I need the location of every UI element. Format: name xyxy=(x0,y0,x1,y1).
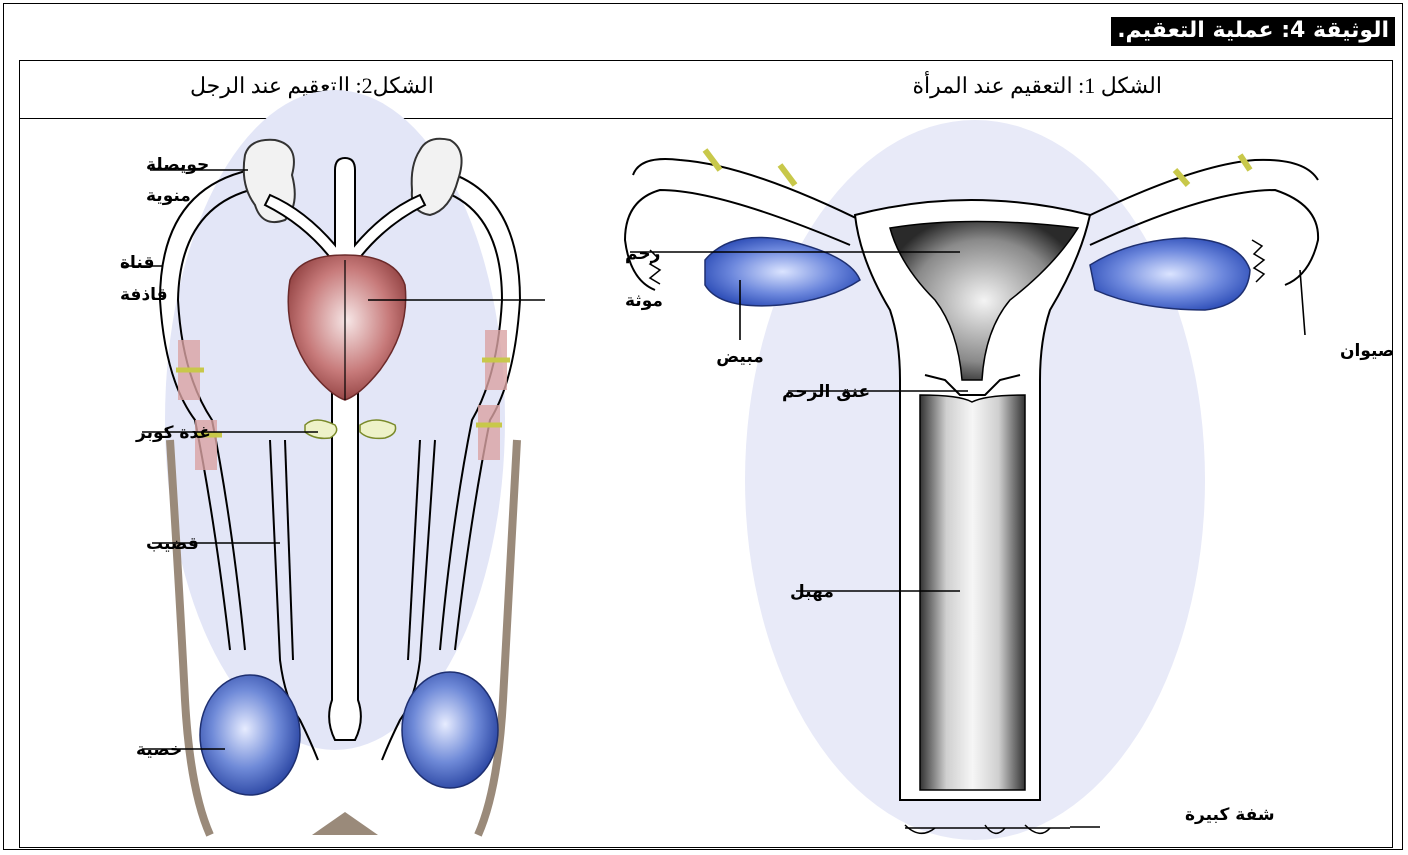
label-vas-deferens-1: قناة xyxy=(120,253,155,273)
label-uterus: رحم xyxy=(625,244,660,264)
female-tie-4 xyxy=(1240,155,1250,170)
fimbriae-right xyxy=(1252,240,1264,282)
testis-left xyxy=(200,675,300,795)
label-cervix: عنق الرحم xyxy=(782,382,870,402)
label-cowper-gland: غدة كوبر xyxy=(135,423,211,443)
label-prostate: موثة xyxy=(625,291,663,311)
cowper-gland-right xyxy=(360,420,396,438)
label-seminal-vesicle-1: حويصلة xyxy=(146,155,209,175)
label-seminal-vesicle-2: منوية xyxy=(146,186,191,206)
label-vagina: مهبل xyxy=(790,582,834,602)
label-ovary: مبيض xyxy=(716,347,764,367)
cowper-gland-left xyxy=(305,420,337,438)
female-diagram xyxy=(625,120,1318,840)
male-diagram xyxy=(160,90,520,835)
label-penis: قضيب xyxy=(146,534,199,554)
vagina xyxy=(920,395,1025,790)
label-fallopian-tube: صيوان xyxy=(1340,341,1394,361)
female-tie-2 xyxy=(780,165,795,185)
female-tie-1 xyxy=(705,150,720,170)
leader-fallopian-tube xyxy=(1300,270,1305,335)
label-testis: خصية xyxy=(136,740,182,760)
scrotum-septum xyxy=(312,812,378,835)
label-labia-majora: شفة كبيرة xyxy=(1185,805,1275,825)
testis-right xyxy=(402,672,498,788)
label-vas-deferens-2: قاذفة xyxy=(120,285,168,305)
ligature-right-lower xyxy=(478,405,500,460)
